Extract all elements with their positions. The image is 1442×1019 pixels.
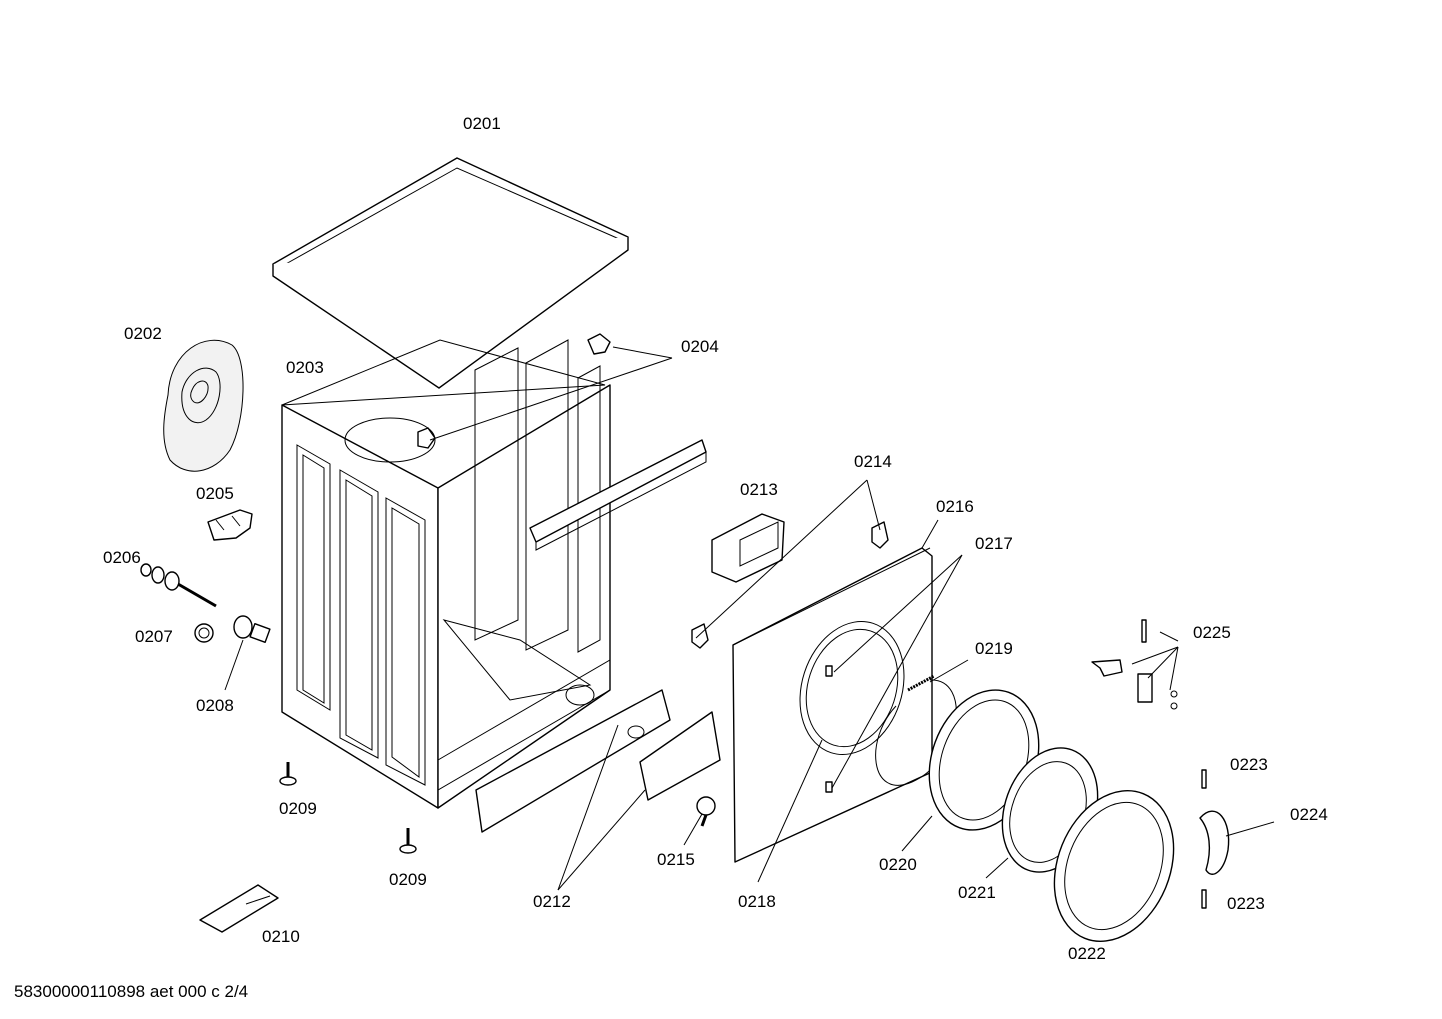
label-0205: 0205 <box>196 484 234 503</box>
label-0223-b: 0223 <box>1227 894 1265 913</box>
part-cap <box>194 623 214 643</box>
label-0210: 0210 <box>262 927 300 946</box>
part-hook-a <box>691 623 709 649</box>
label-0203: 0203 <box>286 358 324 377</box>
part-pin-a <box>1201 769 1207 789</box>
part-rear-cover <box>163 339 244 472</box>
part-plug <box>233 615 271 644</box>
label-0225: 0225 <box>1193 623 1231 642</box>
part-spring <box>875 674 957 786</box>
part-cabinet <box>281 339 611 809</box>
label-0224: 0224 <box>1290 805 1328 824</box>
label-0213: 0213 <box>740 480 778 499</box>
part-front-panel <box>732 547 933 863</box>
part-top-cover <box>272 157 629 389</box>
part-door-lock <box>711 513 785 583</box>
document-reference: 58300000110898 aet 000 c 2/4 <box>14 982 248 1001</box>
part-pin-b <box>1201 889 1207 909</box>
label-0202: 0202 <box>124 324 162 343</box>
part-cross-brace <box>529 439 707 551</box>
part-hook-b <box>871 521 889 549</box>
label-0218: 0218 <box>738 892 776 911</box>
part-transport-bolt <box>140 563 217 608</box>
part-spacer-plate <box>199 884 279 933</box>
label-0223-a: 0223 <box>1230 755 1268 774</box>
part-kickplate <box>475 689 721 833</box>
label-0207: 0207 <box>135 627 173 646</box>
label-0222: 0222 <box>1068 944 1106 963</box>
label-0209-a: 0209 <box>279 799 317 818</box>
label-0204: 0204 <box>681 337 719 356</box>
part-outer-ring <box>1053 789 1175 943</box>
label-0212: 0212 <box>533 892 571 911</box>
label-0209-b: 0209 <box>389 870 427 889</box>
label-0215: 0215 <box>657 850 695 869</box>
part-hose-holder <box>207 509 253 541</box>
label-0206: 0206 <box>103 548 141 567</box>
label-0217: 0217 <box>975 534 1013 553</box>
label-0221: 0221 <box>958 883 996 902</box>
leader-lines <box>224 346 1275 891</box>
part-hinge-set <box>1091 619 1178 710</box>
label-0219: 0219 <box>975 639 1013 658</box>
part-clips <box>417 333 611 449</box>
label-0214: 0214 <box>854 452 892 471</box>
label-0208: 0208 <box>196 696 234 715</box>
part-sensor <box>696 796 716 827</box>
part-foot-a <box>279 762 297 786</box>
part-foot-b <box>399 828 417 854</box>
label-0220: 0220 <box>879 855 917 874</box>
label-0216: 0216 <box>936 497 974 516</box>
part-door-handle <box>1199 810 1230 875</box>
label-0201: 0201 <box>463 114 501 133</box>
